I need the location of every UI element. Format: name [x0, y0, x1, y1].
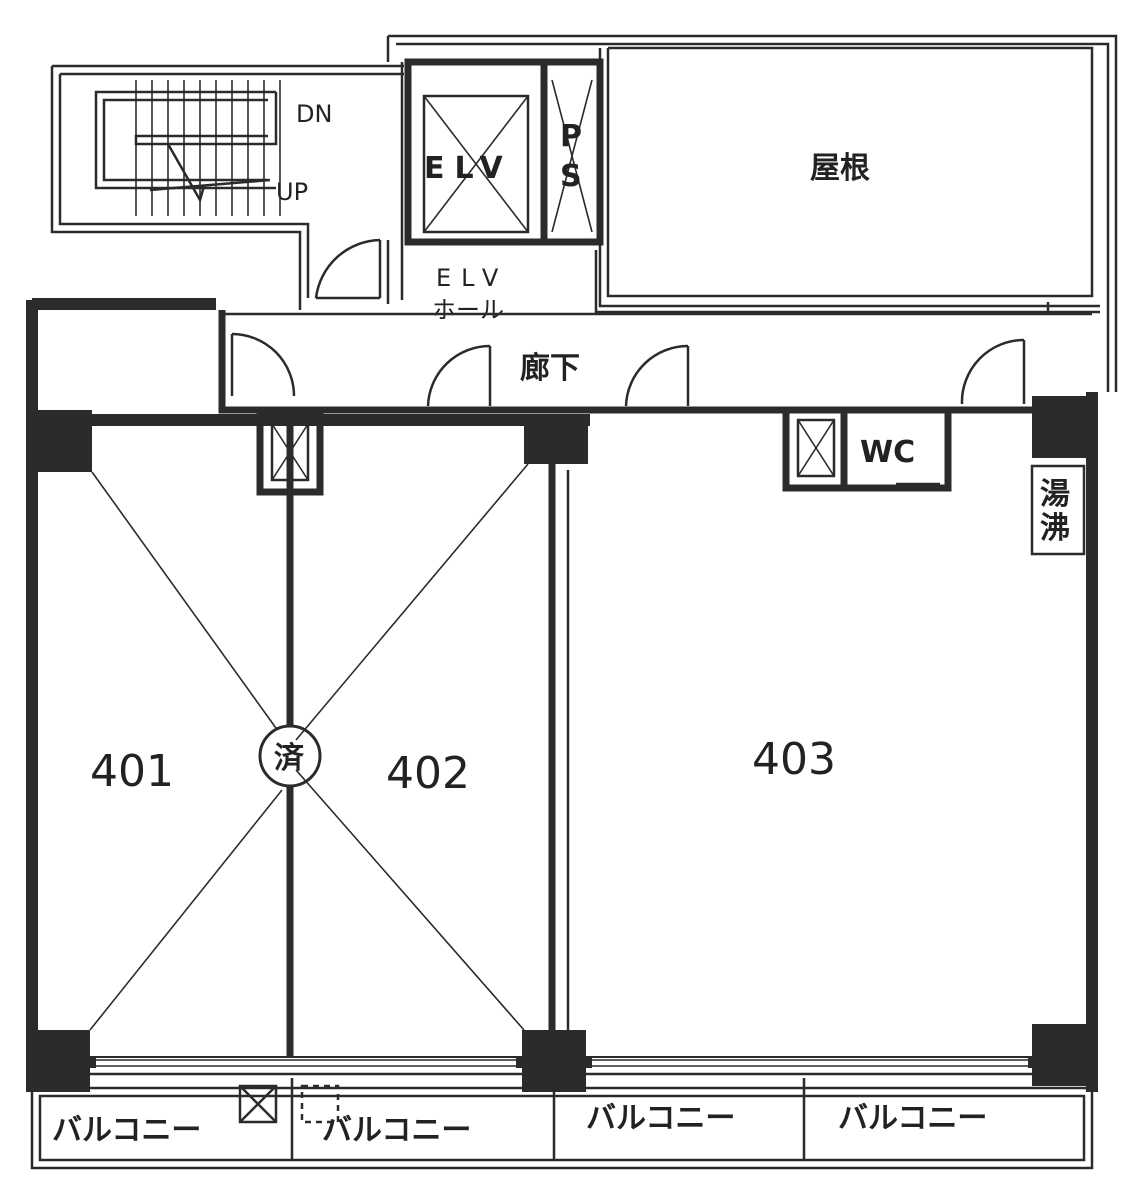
shaft-401-402: [256, 410, 324, 496]
balcony-401: バルコニー: [52, 1113, 201, 1148]
corridor[interactable]: 廊下: [230, 332, 1026, 407]
balcony-strip: [30, 1078, 1094, 1170]
balcony-403a: バルコニー: [586, 1101, 735, 1136]
room-401[interactable]: 401: [89, 471, 287, 1031]
elv-hall-label-1: ELV: [436, 264, 508, 292]
staircase[interactable]: DN UP: [50, 64, 404, 298]
kitchenette-label-1: 湯: [1040, 477, 1070, 512]
columns: [30, 396, 1094, 1092]
stair-door[interactable]: [314, 238, 382, 300]
elv-hall-label-2: ホール: [432, 296, 504, 324]
corridor-label: 廊下: [520, 351, 580, 386]
contracted-mark: 済: [274, 741, 305, 776]
kitchenette-char-1: 湯: [1040, 477, 1070, 512]
wc-label: WC: [860, 435, 915, 470]
balcony-402: バルコニー: [322, 1113, 471, 1148]
door-403[interactable]: [960, 338, 1026, 405]
elv-hall[interactable]: ELV ホール: [432, 264, 508, 324]
room-402-number: 402: [386, 748, 470, 799]
shaft-403: [782, 406, 848, 492]
contracted-badge: 済: [258, 724, 322, 788]
kitchenette-char-2: 沸: [1040, 511, 1070, 546]
main-walls: [26, 298, 1098, 1092]
kitchenette-label-2: 沸: [1040, 511, 1070, 546]
room-403[interactable]: 403: [752, 734, 836, 785]
stair-up-label: UP: [276, 178, 308, 206]
wc[interactable]: WC: [840, 406, 952, 492]
ps-label-s: S: [560, 159, 582, 194]
roof-area: 屋根: [594, 46, 1100, 314]
ps-label-p: P: [560, 119, 582, 154]
stair-treads: [135, 80, 281, 216]
door-401[interactable]: [426, 344, 492, 407]
kitchenette[interactable]: 湯 沸: [1030, 464, 1086, 556]
door-corridor-left[interactable]: [230, 332, 296, 397]
elevator-shaft[interactable]: ELV: [404, 58, 548, 246]
roof-label: 屋根: [810, 151, 870, 186]
windows: [96, 1058, 1028, 1068]
pipe-space: P S: [540, 58, 604, 246]
stair-dn-label: DN: [296, 100, 332, 128]
room-401-number: 401: [90, 746, 174, 797]
door-402[interactable]: [624, 344, 690, 407]
room-402[interactable]: 402: [295, 463, 529, 1031]
upper-outline: [386, 34, 1118, 392]
balcony-403b: バルコニー: [838, 1101, 987, 1136]
elevator-label: ELV: [424, 151, 513, 186]
room-403-number: 403: [752, 734, 836, 785]
